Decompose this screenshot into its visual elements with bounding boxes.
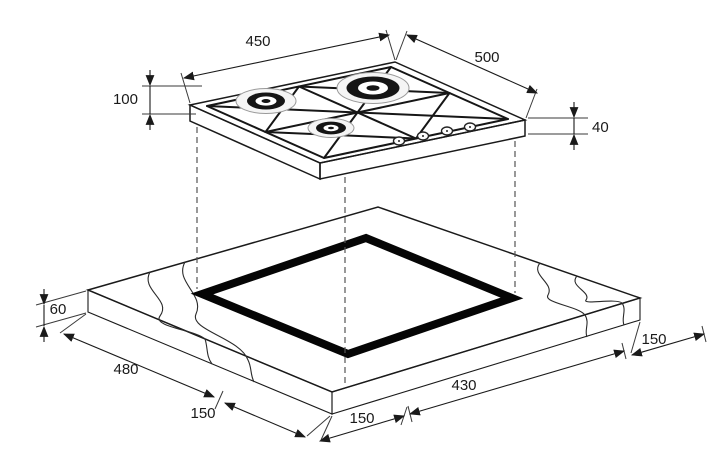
control-knobs	[392, 122, 477, 146]
dimension-line	[318, 414, 406, 443]
break-line-left-2	[182, 261, 255, 383]
dimension-margin-front-left: 150	[190, 402, 331, 438]
dimension-hob-width: 450	[180, 29, 396, 104]
dim-label-hob-total-height: 100	[113, 91, 138, 108]
burner-small	[307, 118, 355, 138]
dim-label-worktop-depth: 480	[113, 361, 138, 378]
dim-label-margin-front-left: 150	[190, 405, 215, 422]
extension-line	[180, 72, 191, 104]
dimension-margin-right: 150	[630, 321, 707, 357]
knob-4	[463, 122, 477, 132]
dimension-line	[408, 349, 626, 416]
dimension-worktop-depth: 480	[59, 313, 224, 410]
dim-label-margin-front-center: 150	[349, 410, 374, 427]
dim-label-hob-body-height: 40	[592, 119, 609, 136]
extension-line	[525, 88, 538, 119]
dimension-line	[630, 332, 706, 357]
worktop-surface	[85, 206, 643, 393]
dimension-hob-depth: 500	[395, 30, 539, 119]
projection-lines	[196, 127, 516, 386]
burner-large	[336, 72, 410, 104]
dimension-line	[182, 32, 391, 81]
dimension-hob-body-height: 40	[528, 102, 609, 150]
dimension-cutout-width: 430	[407, 342, 627, 423]
extension-line	[59, 313, 87, 334]
dimension-margin-front-center: 150	[318, 406, 408, 443]
dim-label-hob-depth: 500	[474, 49, 499, 66]
dimension-line	[405, 34, 539, 94]
break-line-right-2	[574, 275, 625, 326]
knob-3	[440, 126, 454, 136]
knob-2	[416, 131, 430, 141]
extension-line	[214, 390, 224, 410]
worktop	[85, 206, 643, 415]
dimension-line	[223, 402, 307, 438]
dimension-hob-total-height: 100	[113, 70, 202, 130]
burner-medium	[235, 88, 297, 114]
dimension-worktop-thickness: 60	[35, 289, 87, 342]
cutout-opening	[190, 233, 524, 359]
extension-line	[395, 30, 408, 61]
knob-1	[392, 136, 406, 146]
break-line-right-1	[537, 262, 588, 338]
dimension-line	[62, 333, 216, 398]
dim-label-cutout-width: 430	[451, 377, 476, 394]
dim-label-margin-right: 150	[641, 331, 666, 348]
dim-label-worktop-thickness: 60	[50, 301, 67, 318]
dim-label-hob-width: 450	[245, 33, 270, 50]
